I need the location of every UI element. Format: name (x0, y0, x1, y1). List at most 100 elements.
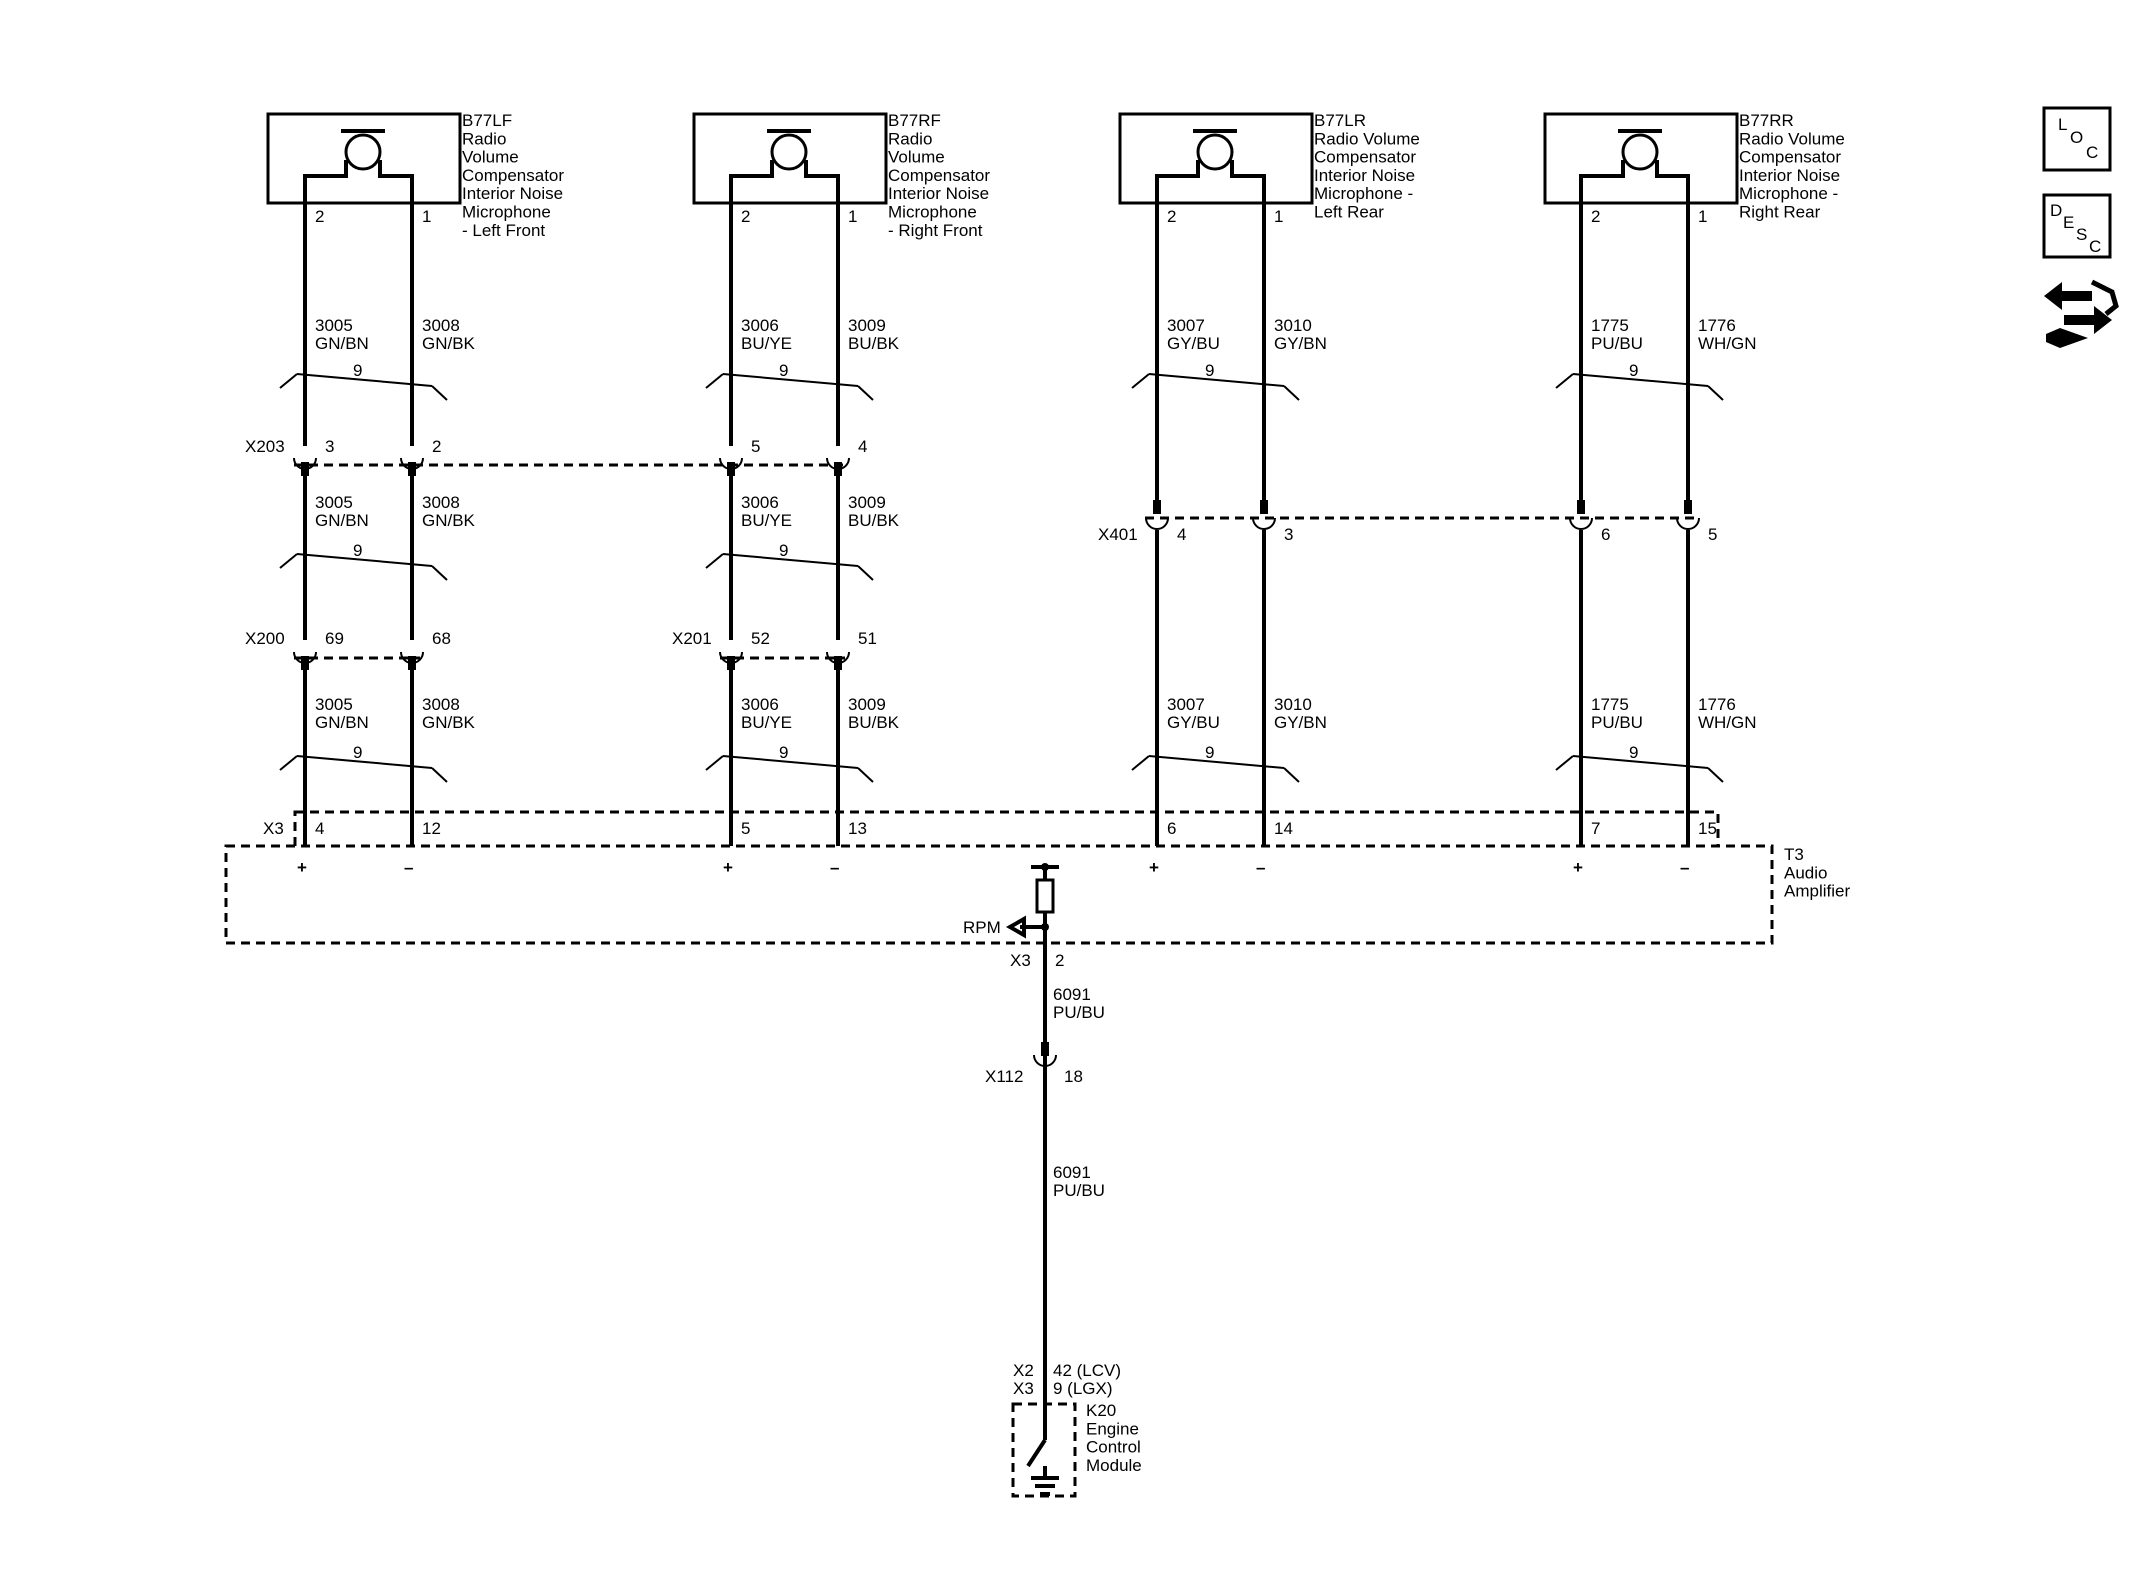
microphone-lead (1230, 160, 1266, 203)
pin-number: 2 (741, 207, 750, 226)
ecm-label: Module (1086, 1456, 1142, 1475)
wire-color: BU/YE (741, 511, 792, 530)
pin-number: 2 (1167, 207, 1176, 226)
loc-letter-2: O (2070, 128, 2083, 147)
connector-name: X3 (263, 819, 284, 838)
pin-number: 3 (1284, 525, 1293, 544)
twist-count: 9 (1629, 743, 1638, 762)
twist-tick (705, 373, 724, 389)
twist-tick (705, 553, 724, 569)
microphone-label: Microphone - (1739, 184, 1838, 203)
desc-letter-1: D (2050, 201, 2062, 220)
microphone-lead (303, 160, 348, 203)
microphone-label: Compensator (1314, 148, 1416, 167)
pin-number: 15 (1698, 819, 1717, 838)
twist-tick (705, 755, 724, 771)
twist-tick (857, 385, 874, 401)
microphone-label: Radio Volume (1739, 129, 1845, 148)
microphone-label: Radio Volume (1314, 129, 1420, 148)
wire-color: PU/BU (1591, 334, 1643, 353)
x401-female (1676, 517, 1700, 530)
loc-letter-3: C (2086, 143, 2098, 162)
pin-number: 4 (315, 819, 324, 838)
circuit-number: 3006 (741, 695, 779, 714)
connector-name: X3 (1010, 951, 1031, 970)
pin-number: 9 (LGX) (1053, 1379, 1113, 1398)
microphone-label: Microphone - (1314, 184, 1413, 203)
x112-male (1041, 1042, 1049, 1056)
wrench-arrows-icon[interactable] (2044, 279, 2119, 348)
circuit-number: 1775 (1591, 695, 1629, 714)
t3-amplifier-outline (224, 844, 1774, 945)
x3-connector-outline (293, 810, 1720, 848)
twist-line (296, 373, 433, 387)
twist-count: 9 (779, 743, 788, 762)
pullup-resistor (1035, 878, 1055, 914)
wire-color: GN/BN (315, 713, 369, 732)
microphone-icon (1196, 133, 1234, 171)
circuit-number: 3005 (315, 695, 353, 714)
twist-tick (1131, 755, 1150, 771)
circuit-number: 3008 (422, 493, 460, 512)
pin-number: 68 (432, 629, 451, 648)
microphone-label: Interior Noise (1739, 166, 1840, 185)
twist-count: 9 (779, 541, 788, 560)
x401-female (1145, 517, 1169, 530)
microphone-label: Microphone (888, 203, 977, 222)
pin-number: 4 (1177, 525, 1186, 544)
microphone-label: Volume (462, 148, 519, 167)
x401-female (1252, 517, 1276, 530)
circuit-number: 3010 (1274, 316, 1312, 335)
pin-number: 69 (325, 629, 344, 648)
pin-number: 4 (858, 437, 867, 456)
inline-male (301, 656, 309, 670)
twist-tick (1555, 755, 1574, 771)
connector-name: X401 (1098, 525, 1138, 544)
wire-color: PU/BU (1591, 713, 1643, 732)
pin-number: 2 (432, 437, 441, 456)
twist-count: 9 (1205, 743, 1214, 762)
ecm-label: Engine (1086, 1419, 1139, 1438)
minus-terminal: – (1256, 858, 1265, 877)
connector-name: X2 (1013, 1361, 1034, 1380)
pin-number: 14 (1274, 819, 1293, 838)
loc-button[interactable]: L O C (2042, 106, 2112, 172)
microphone-label: Radio (462, 129, 506, 148)
plus-terminal: + (1573, 858, 1583, 877)
pin-number: 1 (848, 207, 857, 226)
twist-tick (431, 385, 448, 401)
microphone-label: Volume (888, 148, 945, 167)
microphone-label: Interior Noise (888, 184, 989, 203)
pin-number: 12 (422, 819, 441, 838)
circuit-number: 1776 (1698, 695, 1736, 714)
wire-color: BU/BK (848, 713, 900, 732)
pin-number: 52 (751, 629, 770, 648)
desc-button[interactable]: D E S C (2042, 193, 2112, 259)
x401-male (1577, 500, 1585, 514)
pin-number: 18 (1064, 1067, 1083, 1086)
circuit-number: 3009 (848, 695, 886, 714)
wire-color: GY/BN (1274, 334, 1327, 353)
circuit-number: 3009 (848, 493, 886, 512)
wire-color: BU/BK (848, 334, 900, 353)
x203-male (727, 462, 735, 476)
twist-tick (1555, 373, 1574, 389)
circuit-number: 3007 (1167, 316, 1205, 335)
microphone-label: Interior Noise (1314, 166, 1415, 185)
circuit-number: 3009 (848, 316, 886, 335)
x203-male (834, 462, 842, 476)
circuit-number: 6091 (1053, 1163, 1091, 1182)
twist-tick (431, 767, 448, 783)
microphone-label: Right Rear (1739, 203, 1821, 222)
x203-male (301, 462, 309, 476)
twist-count: 9 (1205, 361, 1214, 380)
twist-tick (1283, 767, 1300, 783)
pin-number: 1 (1274, 207, 1283, 226)
minus-terminal: – (1680, 858, 1689, 877)
plus-terminal: + (297, 858, 307, 877)
microphone-lead (804, 160, 840, 203)
microphone-icon (770, 133, 808, 171)
twist-count: 9 (353, 743, 362, 762)
twist-tick (1131, 373, 1150, 389)
wire-color: PU/BU (1053, 1003, 1105, 1022)
